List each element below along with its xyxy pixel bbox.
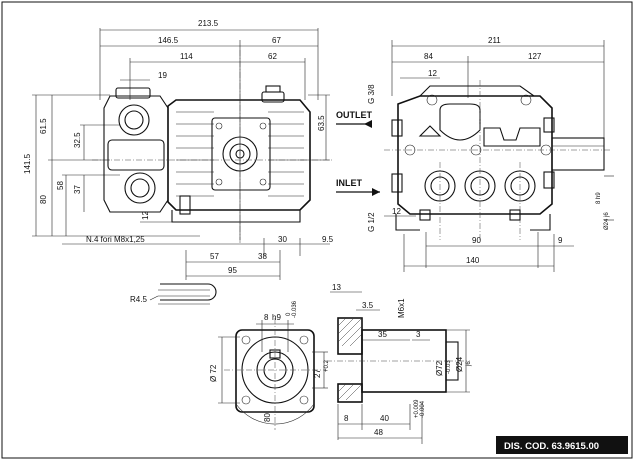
key-8h9-label: 8 h9 (596, 192, 602, 204)
shaft-section-view: 13 3.5 M6x1 35 3 Ø24 j6 Ø72 -0.03 (326, 283, 472, 444)
sec-tol-h: -0.03 (446, 360, 452, 374)
key-tol0: 0 (286, 312, 292, 316)
sec-tol-a: +0.009 (414, 399, 420, 418)
dim-114: 114 (180, 52, 193, 61)
end-view: 211 84 127 12 G 3/8 G 1/2 OUTLET INLET (336, 36, 614, 272)
dim-80: 80 (39, 195, 48, 204)
dim-95: 95 (228, 266, 237, 275)
drawing-code-box (496, 436, 628, 454)
outlet-label: OUTLET (336, 110, 372, 120)
dim-30: 30 (278, 235, 287, 244)
dim-57: 57 (210, 252, 219, 261)
dim-9-5: 9.5 (322, 235, 334, 244)
dim-38: 38 (258, 252, 267, 261)
dim-left-part: 146.5 (158, 36, 179, 45)
dim-32-5: 32.5 (73, 132, 82, 148)
end-dim-90: 90 (472, 236, 481, 245)
inlet-label: INLET (336, 178, 363, 188)
end-dim-127: 127 (528, 52, 542, 61)
g38-label: G 3/8 (367, 84, 376, 104)
flange-d72-label: Ø 72 (209, 364, 218, 382)
shaft-flange-view: 8 h9 0 -0.036 Ø 72 27 +0.2 80 (209, 300, 330, 430)
sec-dim-3-5: 3.5 (362, 301, 374, 310)
dim-27: 27 (313, 369, 322, 378)
sec-phi24: Ø24 (455, 356, 464, 372)
sec-phi72: Ø72 (435, 360, 444, 376)
dim-63-5: 63.5 (317, 115, 326, 131)
side-view: 213.5 146.5 67 114 62 19 141.5 61.5 80 5… (23, 19, 334, 305)
key-8-label: 8 (264, 313, 269, 322)
sec-dim-13: 13 (332, 283, 341, 292)
end-dim-9: 9 (558, 236, 563, 245)
key-h9-label: h9 (272, 313, 281, 322)
sec-tol-b: -0.004 (420, 400, 426, 418)
key-tol1: -0.036 (292, 300, 298, 318)
dim-61-5: 61.5 (39, 118, 48, 134)
dim-80-arc: 80 (263, 413, 272, 422)
drawing-code-label: DIS. COD. 63.9615.00 (504, 441, 599, 452)
sec-dim-48: 48 (374, 428, 383, 437)
end-dim-140: 140 (466, 256, 480, 265)
mounting-holes-note: N.4 fori M8x1,25 (86, 235, 145, 244)
dim-overall-width: 213.5 (198, 19, 219, 28)
sec-dim-40: 40 (380, 414, 389, 423)
sec-dim-35: 35 (378, 330, 387, 339)
dim-37: 37 (73, 185, 82, 194)
end-dim-12b: 12 (392, 207, 401, 216)
g12-label: G 1/2 (367, 212, 376, 232)
end-dim-84: 84 (424, 52, 433, 61)
dim-height-total: 141.5 (23, 153, 32, 174)
radius-label: R4.5 (130, 295, 147, 304)
dim-27-tol: +0.2 (324, 359, 330, 372)
dim-19: 19 (158, 71, 167, 80)
end-dim-211: 211 (488, 36, 501, 45)
dim-side-12: 12 (141, 211, 150, 220)
dim-62: 62 (268, 52, 277, 61)
dim-right-part: 67 (272, 36, 281, 45)
sec-dim-8: 8 (344, 414, 349, 423)
thread-label: M6x1 (397, 298, 406, 318)
dim-58: 58 (56, 181, 65, 190)
end-dim-12: 12 (428, 69, 437, 78)
sec-j6: j6 (466, 361, 472, 367)
phi24-label: Ø24 j6 (604, 212, 610, 230)
sec-dim-3: 3 (416, 330, 421, 339)
